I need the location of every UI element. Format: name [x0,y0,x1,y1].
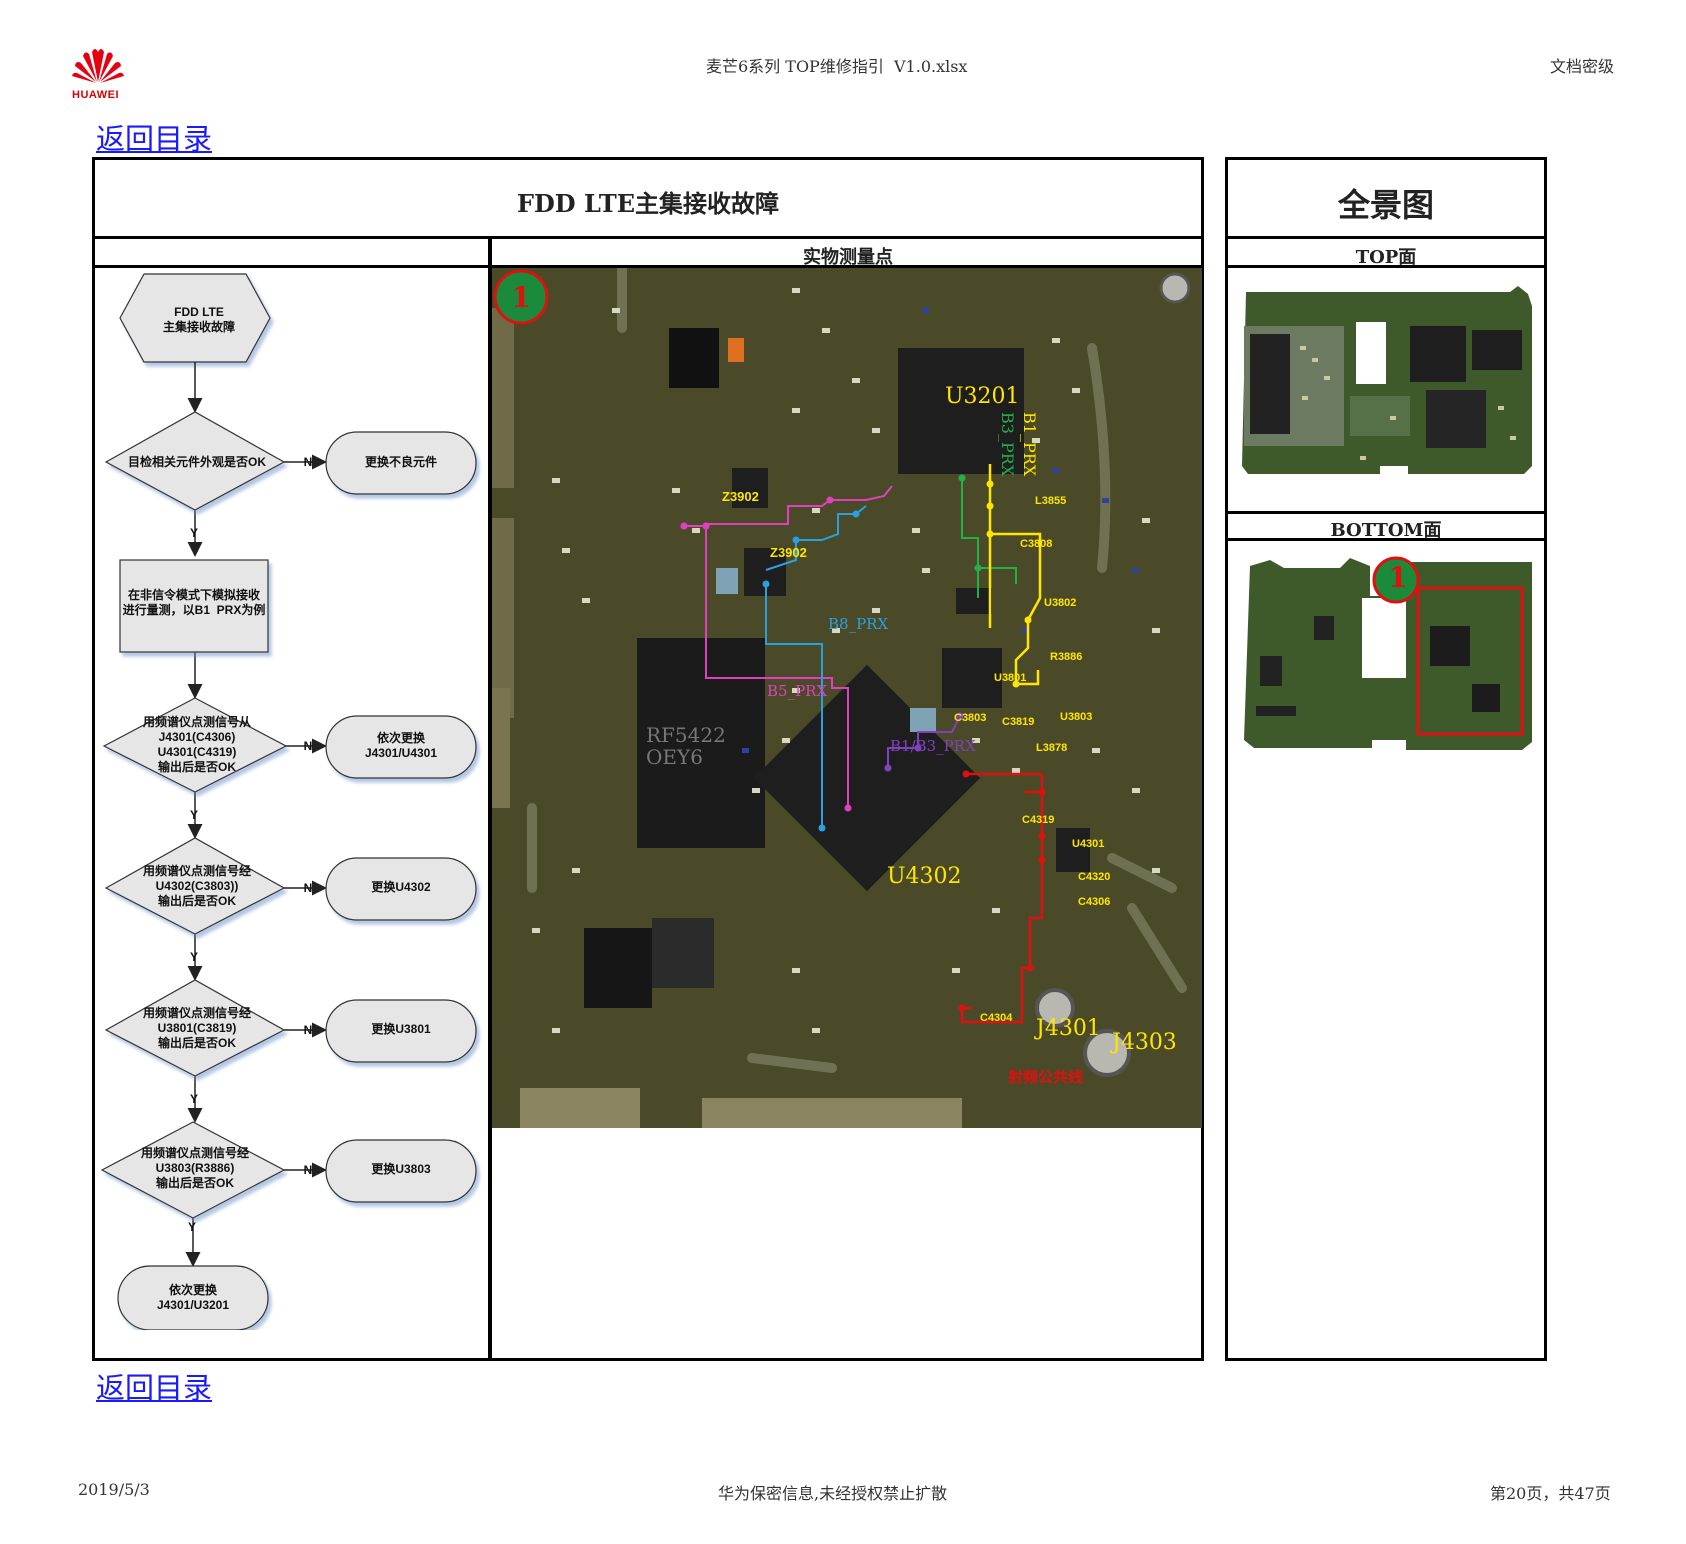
component-label-c4320: C4320 [1078,871,1111,883]
back-to-toc-link-top[interactable]: 返回目录 [96,122,213,156]
component-label-c4319: C4319 [1022,814,1055,826]
board-photo [492,268,1202,1128]
board-marker-number: 1 [511,281,531,314]
chip-label-rf5422: RF5422 OEY6 [646,723,726,769]
top-side-label: TOP面 [1355,247,1417,268]
connector-label-j4301: J4301 [1036,1016,1101,1041]
flowchart [100,273,477,1330]
no-label-4: N [303,1023,313,1037]
yes-label-1: Y [189,526,198,540]
start-text: FDD LTE 主集接收故障 [162,305,235,334]
file-title: 麦芒6系列 TOP维修指引 V1.0.xlsx [706,57,968,76]
no-label-2: N [303,739,313,753]
decision-text-2: 用频谱仪点测信号从 J4301(C4306) U4301(C4319) 输出后是… [142,715,251,774]
chip-label-u3201: U3201 [945,384,1020,409]
action-text-4: 更换U3801 [371,1022,431,1036]
yes-label-3: Y [189,950,198,964]
panorama-title: 全景图 [1337,186,1434,224]
decision-text-1: 目检相关元件外观是否OK [127,455,266,469]
process-text: 在非信令模式下模拟接收 进行量测，以B1 PRX为例 [122,588,266,617]
end-text: 依次更换 J4301/U3201 [156,1283,230,1312]
no-label-1: N [303,455,313,469]
highlight-box [1416,586,1524,736]
bottom-board-photo [1244,556,1532,750]
component-label-c4304: C4304 [980,1012,1013,1024]
photo-header: 实物测量点 [803,247,893,268]
main-column-divider [488,236,492,1361]
panorama-title-divider [1225,236,1547,239]
huawei-logo-icon [72,49,124,83]
top-board-photo [1242,286,1532,474]
action-terminal-1 [325,431,477,495]
back-to-toc-link-bottom[interactable]: 返回目录 [96,1371,213,1405]
action-text-5: 更换U3803 [371,1162,431,1176]
signal-label-b5-prx: B5_PRX [767,682,828,700]
action-terminal-3 [325,857,477,921]
decision-text-3: 用频谱仪点测信号经 U4302(C3803)) 输出后是否OK [142,864,251,908]
bottom-marker-number: 1 [1388,561,1408,594]
no-label-3: N [303,881,313,895]
component-label-c3808: C3808 [1020,538,1053,550]
main-panel [92,157,1204,1361]
yes-label-5: Y [187,1220,196,1234]
security-level: 文档密级 [1550,57,1615,76]
footer-confidential: 华为保密信息,未经授权禁止扩散 [718,1484,948,1503]
end-terminal [117,1265,269,1330]
start-hexagon [119,273,271,363]
board-marker-icon [493,269,549,325]
footer-page: 第20页，共47页 [1490,1484,1611,1503]
huawei-logo: HUAWEI [72,46,132,101]
chip-label-u3801: U3801 [994,672,1027,684]
chip-label-u4302: U4302 [887,864,962,889]
footer-date: 2019/5/3 [78,1480,150,1499]
main-title: FDD LTE主集接收故障 [516,189,780,218]
component-label-c4306: C4306 [1078,896,1111,908]
filter-label-z3902-a: Z3902 [722,489,759,504]
action-text-1: 更换不良元件 [364,455,437,469]
action-terminal-4 [325,999,477,1063]
yes-label-2: Y [189,808,198,822]
panorama-panel [1225,157,1547,1361]
yes-label-4: Y [189,1092,198,1106]
filter-label-z3902-b: Z3902 [770,545,807,560]
chip-label-u4301: U4301 [1072,838,1105,850]
signal-label-b1b3-prx: B1/B3_PRX [890,737,976,755]
chip-label-u3802: U3802 [1044,597,1077,609]
main-title-divider [92,236,1204,239]
component-label-l3855: L3855 [1035,495,1067,507]
decision-text-4: 用频谱仪点测信号经 U3801(C3819) 输出后是否OK [142,1006,251,1050]
component-label-c3803: C3803 [954,712,987,724]
component-label-c3819: C3819 [1002,716,1035,728]
signal-label-b8-prx: B8_PRX [828,615,889,633]
marker-circle-icon [1372,556,1420,604]
main-subheader-divider [92,265,1204,268]
action-terminal-2 [325,715,477,779]
rf-cable-label: 射频公共线 [1008,1069,1084,1086]
process-box [119,559,269,653]
decision-text-5: 用频谱仪点测信号经 U3803(R3886) 输出后是否OK [140,1146,249,1190]
action-terminal-5 [325,1139,477,1203]
signal-label-b1-prx: B1_PRX [1020,412,1039,477]
component-label-r3886: R3886 [1050,651,1083,663]
panorama-top-divider [1225,265,1547,268]
action-text-2: 依次更换 J4301/U4301 [364,731,438,760]
component-label-l3878: L3878 [1036,742,1068,754]
connector-label-j4303: J4303 [1112,1030,1177,1055]
no-label-5: N [303,1163,313,1177]
chip-label-u3803: U3803 [1060,711,1093,723]
action-text-3: 更换U4302 [371,880,431,894]
panorama-mid-divider [1225,511,1547,514]
signal-label-b3-prx: B3_PRX [998,412,1017,477]
bottom-side-label: BOTTOM面 [1330,520,1442,541]
logo-text: HUAWEI [72,89,119,101]
panorama-bottom-divider [1225,538,1547,541]
